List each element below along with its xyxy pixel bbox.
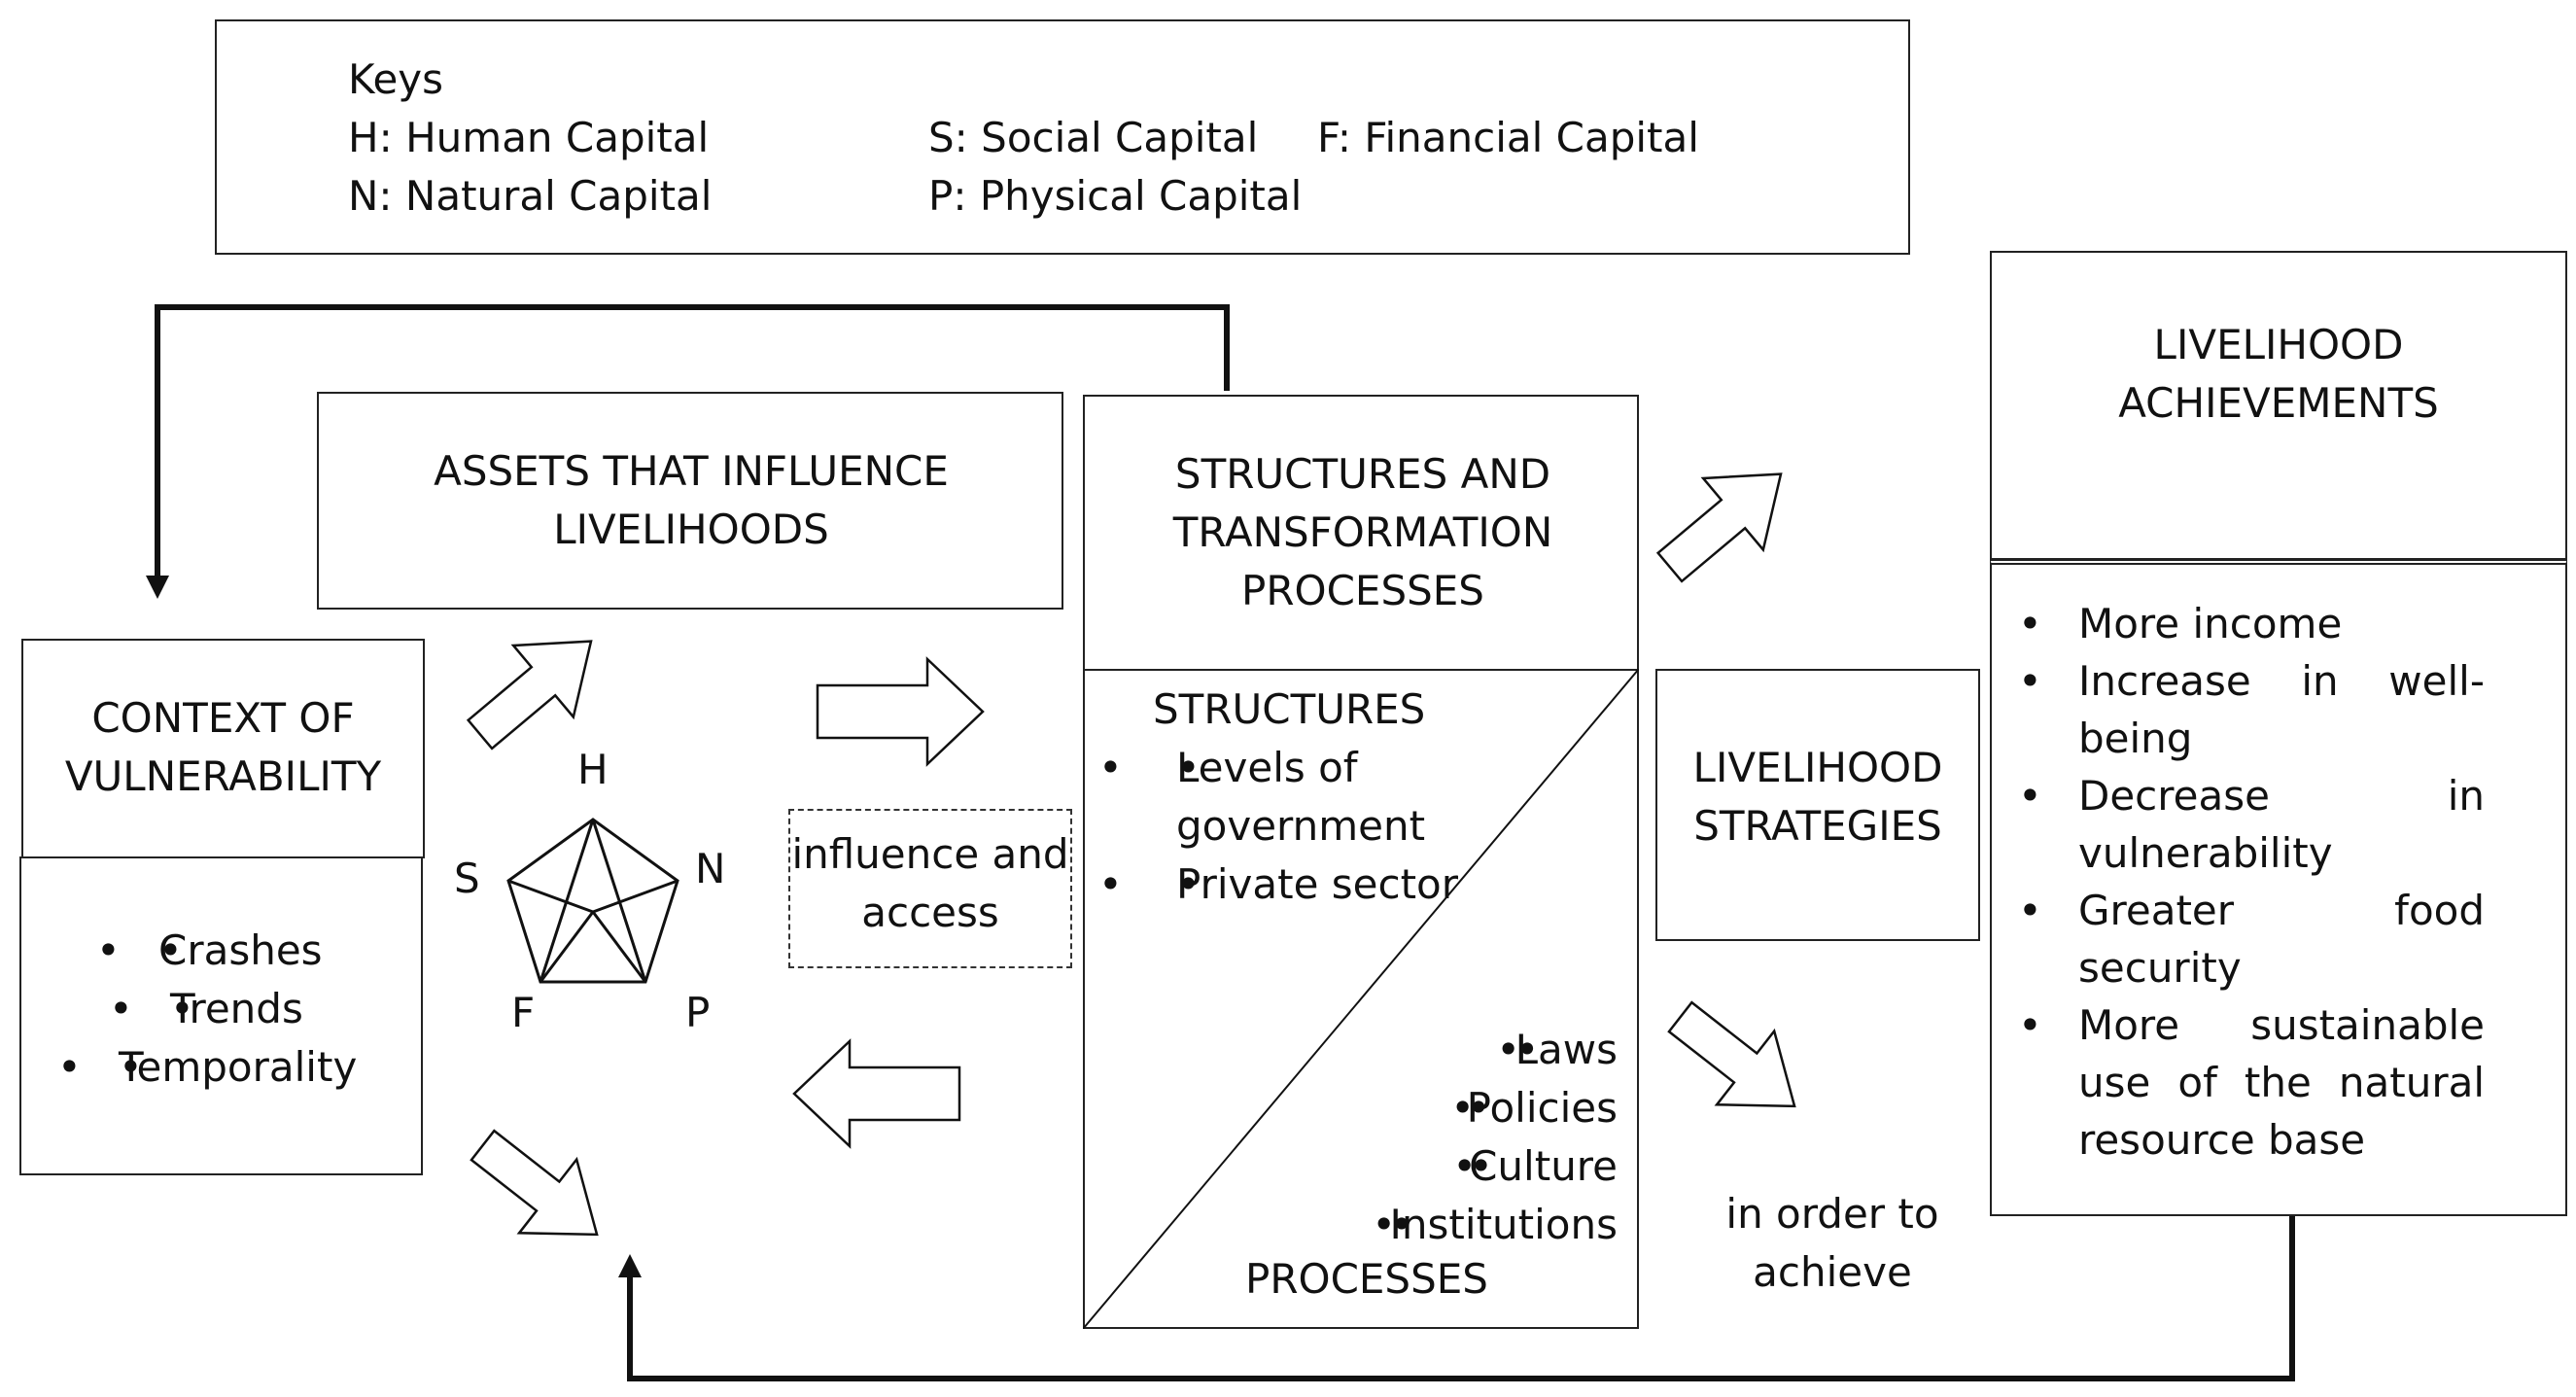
- vulnerability-items-box: •Crashes •Trends •Temporality: [19, 856, 423, 1175]
- influence-access-label: influence and access: [791, 830, 1069, 936]
- capital-pentagon: [506, 818, 679, 984]
- achievement-item: More income: [2018, 595, 2485, 652]
- key-human-capital: H: Human Capital: [348, 114, 710, 161]
- pentagon-label-h: H: [577, 746, 609, 793]
- vulnerability-list: •Crashes •Trends •Temporality: [21, 922, 425, 1097]
- feedback-loop-top: [146, 304, 1230, 599]
- structures-processes-divider: [1083, 669, 1639, 1329]
- assets-title: ASSETS THAT INFLUENCE LIVELIHOODS: [434, 447, 949, 553]
- strategies-title: LIVELIHOOD STRATEGIES: [1692, 744, 1943, 850]
- strategies-box: LIVELIHOOD STRATEGIES: [1655, 669, 1980, 941]
- feedback-loop-bottom: [618, 1210, 2295, 1381]
- key-social-capital: S: Social Capital: [928, 114, 1259, 161]
- achievement-item: Decrease in vulnerability: [2018, 767, 2485, 882]
- achievements-title-box: LIVELIHOOD ACHIEVEMENTS: [1990, 251, 2567, 560]
- key-natural-capital: N: Natural Capital: [348, 172, 713, 220]
- key-financial-capital: F: Financial Capital: [1317, 114, 1699, 161]
- key-physical-capital: P: Physical Capital: [928, 172, 1303, 220]
- processes-item: •Policies: [1390, 1079, 1618, 1137]
- achievement-item: Greater food security: [2018, 882, 2485, 996]
- processes-item: •Institutions: [1372, 1196, 1618, 1254]
- block-arrow-structures-to-strategies: [1667, 1000, 1796, 1108]
- block-arrow-vulnerability-to-assets: [466, 640, 593, 751]
- block-arrow-assets-to-structures: [816, 656, 985, 767]
- block-arrow-structures-to-assets: [792, 1038, 961, 1149]
- assets-box: ASSETS THAT INFLUENCE LIVELIHOODS: [317, 392, 1063, 610]
- vulnerability-item: •Crashes: [21, 922, 425, 980]
- influence-access-box: influence and access: [788, 809, 1072, 968]
- achievement-item: Increase in well-being: [2018, 652, 2485, 767]
- processes-item: •Laws: [1390, 1021, 1618, 1079]
- structures-heading: STRUCTURES: [1153, 685, 1426, 733]
- processes-item: •Culture: [1390, 1137, 1618, 1196]
- keys-heading: Keys: [348, 55, 444, 103]
- pentagon-label-f: F: [511, 989, 536, 1036]
- structures-title-box: STRUCTURES AND TRANSFORMATION PROCESSES: [1083, 395, 1639, 673]
- strategies-note: in order to achieve: [1725, 1190, 1939, 1296]
- structures-title: STRUCTURES AND TRANSFORMATION PROCESSES: [1172, 450, 1553, 614]
- achievement-item: More sustainable use of the natural reso…: [2018, 996, 2485, 1169]
- structures-item: •Levels of government: [1098, 739, 1429, 856]
- processes-list: •Laws •Policies •Culture •Institutions: [1372, 1021, 1618, 1254]
- structures-processes-box: STRUCTURES •Levels of government •Privat…: [1083, 669, 1639, 1329]
- vulnerability-title: CONTEXT OF VULNERABILITY: [64, 694, 382, 800]
- block-arrow-vulnerability-down: [470, 1129, 599, 1237]
- vulnerability-item: •Trends: [21, 980, 425, 1038]
- vulnerability-item: •Temporality: [21, 1038, 425, 1097]
- achievements-title: LIVELIHOOD ACHIEVEMENTS: [2118, 321, 2439, 427]
- processes-heading: PROCESSES: [1245, 1255, 1488, 1303]
- block-arrow-structures-to-achievements: [1655, 472, 1783, 583]
- pentagon-label-s: S: [454, 855, 480, 902]
- structures-list: •Levels of government •Private sector: [1098, 739, 1468, 914]
- keys-legend: Keys H: Human Capital S: Social Capital …: [215, 19, 1910, 255]
- vulnerability-title-box: CONTEXT OF VULNERABILITY: [21, 639, 425, 858]
- pentagon-label-n: N: [695, 845, 726, 892]
- achievements-list: More income Increase in well-being Decre…: [2018, 595, 2485, 1169]
- structures-item: •Private sector: [1098, 856, 1468, 914]
- pentagon-label-p: P: [685, 989, 711, 1036]
